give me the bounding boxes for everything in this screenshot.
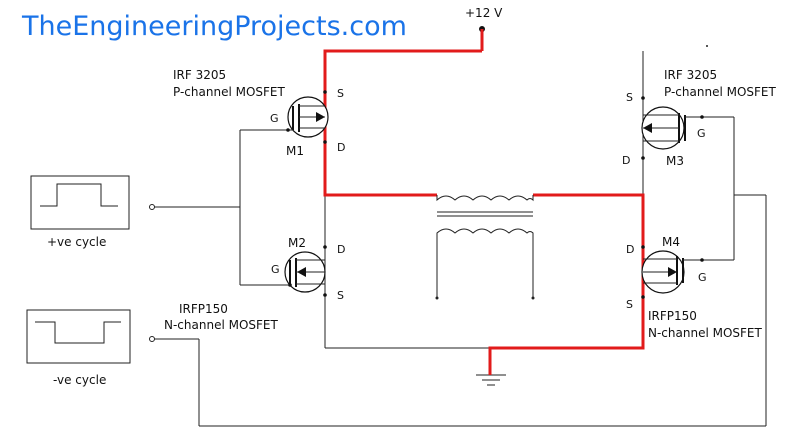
positive-input-terminal [149,204,155,210]
mosfet-m2 [284,251,326,293]
m2-name: M2 [288,236,306,250]
m2-part: IRFP150 [179,302,228,316]
positive-cycle-signal [30,175,130,230]
m1-part: IRF 3205 [173,68,226,82]
stray-dot [706,45,708,47]
m4-part: IRFP150 [648,309,697,323]
m3-type: P-channel MOSFET [664,85,777,99]
mosfet-m3 [641,106,702,150]
m3-gate-pin: G [697,127,706,140]
mosfet-m1 [287,96,329,138]
mosfet-m4 [641,250,702,294]
transformer [435,195,535,300]
m2-gate-pin: G [271,263,280,276]
m2-drain-pin: D [337,243,345,256]
m3-source-pin: S [626,91,633,104]
m4-drain-pin: D [626,243,634,256]
m2-type: N-channel MOSFET [164,318,279,332]
brand-title: TheEngineeringProjects.com [21,11,407,42]
m4-gate-pin: G [698,271,707,284]
negative-cycle-signal [26,309,131,364]
m4-name: M4 [662,235,680,249]
m3-name: M3 [666,154,684,168]
m2-source-pin: S [337,289,344,302]
m1-source-pin: S [337,87,344,100]
negative-input-terminal [149,336,155,342]
negative-cycle-label: -ve cycle [53,373,106,387]
m1-gate-pin: G [270,112,279,125]
supply-label: +12 V [465,6,503,20]
m4-source-pin: S [626,298,633,311]
m1-drain-pin: D [337,141,345,154]
m1-type: P-channel MOSFET [173,85,286,99]
m1-name: M1 [286,144,304,158]
inactive-wires [154,51,767,427]
junction-dots [286,90,704,299]
active-current-path [323,49,645,375]
m3-part: IRF 3205 [664,68,717,82]
positive-cycle-label: +ve cycle [47,235,106,249]
m3-drain-pin: D [622,154,630,167]
m4-type: N-channel MOSFET [648,326,763,340]
